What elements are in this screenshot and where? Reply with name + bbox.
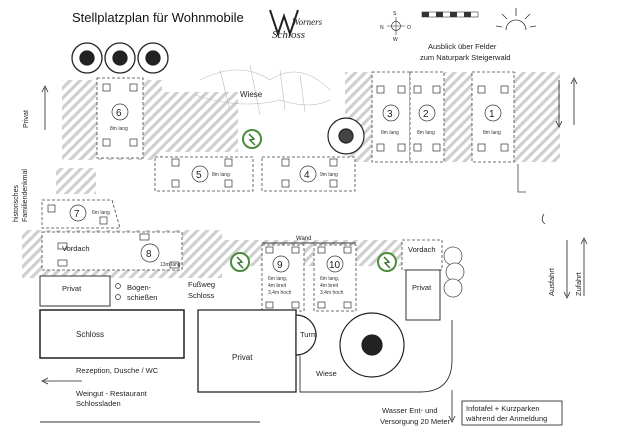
svg-text:2: 2	[423, 109, 429, 120]
arrow-left-bottom	[41, 377, 82, 385]
sun-icon	[495, 8, 537, 31]
arrow-left-vertical	[41, 85, 49, 130]
label-bogen-1: Bogen-	[127, 283, 152, 292]
spot-1[interactable]: 1 8m lang	[471, 71, 515, 163]
arrow-down-bottom	[448, 390, 456, 423]
spot-7[interactable]: 7 6m lang	[41, 199, 121, 229]
svg-text:4: 4	[304, 170, 310, 181]
label-info-1: Infotafel + Kurzparken	[466, 404, 540, 413]
svg-text:S: S	[393, 11, 397, 17]
plan-title: Stellplatzplan für Wohnmobile	[72, 10, 244, 25]
label-rezeption: Rezeption, Dusche / WC	[76, 366, 159, 375]
castle-outline	[39, 309, 185, 359]
svg-text:1: 1	[489, 109, 495, 120]
svg-text:W: W	[393, 37, 398, 43]
label-wand: Wand	[296, 236, 311, 242]
vordach-right-area	[401, 239, 443, 271]
view-line-1: Ausblick über Felder	[428, 42, 497, 51]
svg-text:8m lang: 8m lang	[381, 130, 399, 136]
spot-8[interactable]: 8 13m lang	[41, 231, 183, 271]
spot-9[interactable]: 9 6m lang, 4m breit 3,4m hoch	[261, 244, 305, 312]
view-line-2: zum Naturpark Steigerwald	[420, 53, 510, 62]
label-vordach-right: Vordach	[408, 245, 436, 254]
ev-charging-icon	[230, 252, 250, 272]
spot-5[interactable]: 5 8m lang	[154, 156, 254, 192]
spot-10[interactable]: 10 6m lang, 4m breit 3,4m hoch	[313, 244, 357, 312]
label-privat-left: Privat	[23, 110, 30, 128]
spot-6[interactable]: 6 8m lang	[96, 77, 144, 159]
svg-text:4m breit: 4m breit	[268, 283, 287, 289]
corner-bracket	[517, 164, 526, 193]
label-bogen-2: schießen	[127, 293, 157, 302]
svg-text:13m lang: 13m lang	[160, 262, 181, 268]
label-wiese-bottom: Wiese	[316, 369, 337, 378]
spot-3[interactable]: 3 8m lang	[371, 71, 411, 163]
tree-lower	[339, 312, 405, 378]
ev-charging-icon	[377, 252, 397, 272]
label-info-2: während der Anmeldung	[465, 414, 547, 423]
svg-text:6: 6	[116, 108, 122, 119]
tree-right	[327, 117, 365, 155]
label-zufahrt: Zufahrt	[574, 271, 583, 296]
hedge	[443, 246, 465, 298]
meadow-sketch	[194, 64, 331, 116]
label-turm: Turm	[300, 330, 317, 339]
svg-text:6m lang: 6m lang	[92, 210, 110, 216]
label-schloss: Schloss	[76, 330, 104, 339]
svg-text:9: 9	[277, 260, 283, 271]
svg-text:3,4m hoch: 3,4m hoch	[268, 290, 292, 296]
info-board	[461, 400, 563, 426]
svg-text:3,4m hoch: 3,4m hoch	[320, 290, 344, 296]
spot-2[interactable]: 2 8m lang	[409, 71, 445, 163]
svg-text:Schloss: Schloss	[272, 29, 305, 41]
arrows-right-top	[555, 77, 578, 128]
svg-text:4m breit: 4m breit	[320, 283, 339, 289]
label-weingut-2: Schlossladen	[76, 399, 121, 408]
label-privat-lower: Privat	[62, 284, 82, 293]
svg-text:N: N	[380, 25, 384, 31]
svg-text:6m lang,: 6m lang,	[268, 276, 287, 282]
label-wasser-2: Versorgung 20 Meter	[380, 417, 451, 426]
svg-text:3: 3	[387, 109, 393, 120]
svg-text:8m lang: 8m lang	[483, 130, 501, 136]
svg-text:Worners: Worners	[292, 17, 323, 27]
logo: Worners Schloss	[269, 9, 323, 41]
building-privat-center	[197, 309, 297, 393]
building-privat-right	[405, 269, 441, 321]
arrows-right-bottom	[563, 237, 588, 299]
svg-text:6m lang,: 6m lang,	[320, 276, 339, 282]
building-privat-lower	[39, 275, 111, 307]
archery-icon	[115, 283, 121, 300]
compass-icon: S N O W	[380, 11, 411, 43]
label-privat-right: Privat	[412, 283, 432, 292]
svg-text:8m lang: 8m lang	[110, 126, 128, 132]
label-privat-center: Privat	[232, 353, 253, 362]
svg-text:8: 8	[146, 249, 152, 260]
label-wiese-top: Wiese	[240, 90, 263, 99]
label-fussweg-1: Fußweg	[188, 280, 215, 289]
svg-text:7: 7	[74, 209, 80, 220]
svg-text:5: 5	[196, 170, 202, 181]
label-wasser-1: Wasser Ent- und	[382, 406, 438, 415]
spot-4[interactable]: 4 9m lang	[261, 156, 356, 192]
label-familiendenkmal: Familiendenkmal	[22, 169, 29, 222]
svg-text:10: 10	[329, 260, 341, 271]
scale-bar	[421, 11, 479, 18]
label-ausfahrt: Ausfahrt	[547, 267, 556, 296]
label-fussweg-2: Schloss	[188, 291, 215, 300]
label-historisches: historisches	[13, 185, 20, 222]
ev-charging-icon	[242, 129, 262, 149]
label-weingut-1: Weingut - Restaurant	[76, 389, 148, 398]
road-curve-icon	[541, 213, 546, 225]
svg-text:9m lang: 9m lang	[320, 172, 338, 178]
label-vordach-left: Vordach	[62, 244, 90, 253]
svg-text:8m lang: 8m lang	[212, 172, 230, 178]
svg-text:8m lang: 8m lang	[417, 130, 435, 136]
svg-text:O: O	[407, 25, 411, 31]
meadow-lower	[299, 320, 453, 393]
trees-top-left	[71, 42, 169, 74]
tower	[295, 314, 317, 356]
